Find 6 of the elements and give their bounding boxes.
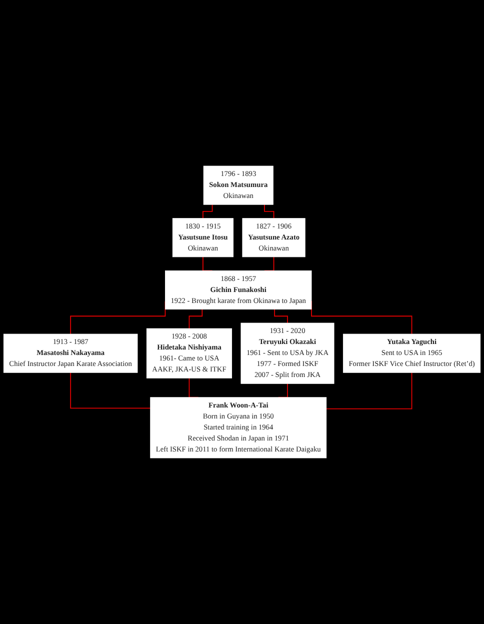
connector <box>202 204 213 219</box>
connector <box>264 204 274 219</box>
connector <box>70 372 151 409</box>
connector <box>274 308 288 324</box>
connector <box>188 308 203 329</box>
connector <box>326 372 412 410</box>
